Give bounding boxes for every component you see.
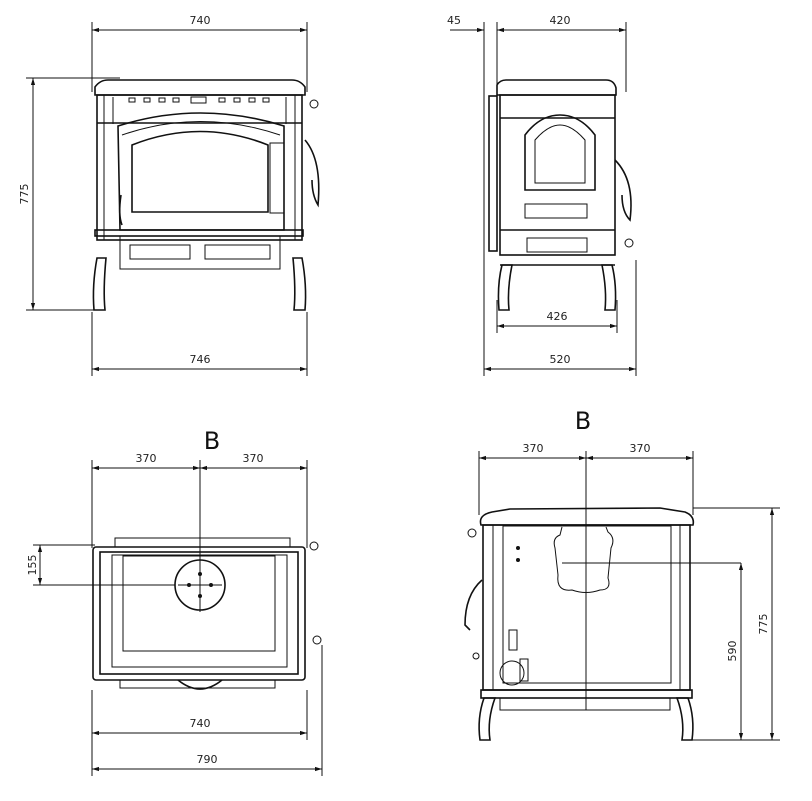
side-handle <box>304 139 320 208</box>
back-handle <box>464 579 483 631</box>
back-right-half-label: 370 <box>630 442 651 455</box>
side-window <box>524 114 596 191</box>
front-view: 740 775 746 <box>18 14 320 376</box>
top-plate-outline <box>92 546 306 681</box>
section-label-b: B <box>204 427 220 455</box>
side-depth-total-label: 520 <box>550 353 571 366</box>
top-view: B 370 370 155 740 790 <box>26 427 323 776</box>
side-view: 45 420 426 520 <box>447 14 637 376</box>
top-right-half-label: 370 <box>243 452 264 465</box>
side-door <box>488 95 498 252</box>
leg <box>92 257 107 311</box>
back-height-label: 775 <box>757 614 770 635</box>
back-top-plate <box>479 507 695 526</box>
front-height-label: 775 <box>18 184 31 205</box>
back-left-half-label: 370 <box>523 442 544 455</box>
back-flue-height-label: 590 <box>726 641 739 662</box>
top-plate <box>94 79 306 96</box>
front-width-base-label: 746 <box>190 353 211 366</box>
front-width-top-label: 740 <box>190 14 211 27</box>
door-glass <box>131 130 269 213</box>
top-left-half-label: 370 <box>136 452 157 465</box>
flue-outlet <box>174 559 226 611</box>
flue-outlet <box>553 526 614 593</box>
back-view: B 370 370 590 775 <box>464 407 780 741</box>
knob-icon <box>309 99 319 109</box>
side-door-offset-label: 45 <box>447 14 461 27</box>
top-width-label: 740 <box>190 717 211 730</box>
side-handle <box>614 159 632 222</box>
door-handle <box>118 194 123 226</box>
top-flue-offset-label: 155 <box>26 555 39 576</box>
stove-body <box>96 94 303 241</box>
top-width-total-label: 790 <box>197 753 218 766</box>
side-body <box>499 94 616 256</box>
ash-drawer <box>119 235 281 270</box>
side-depth-top-label: 420 <box>550 14 571 27</box>
firebox-door <box>117 112 285 231</box>
leg <box>292 257 307 311</box>
side-leg-depth-label: 426 <box>547 310 568 323</box>
vent-slots <box>128 96 270 104</box>
section-label-b: B <box>575 407 591 435</box>
